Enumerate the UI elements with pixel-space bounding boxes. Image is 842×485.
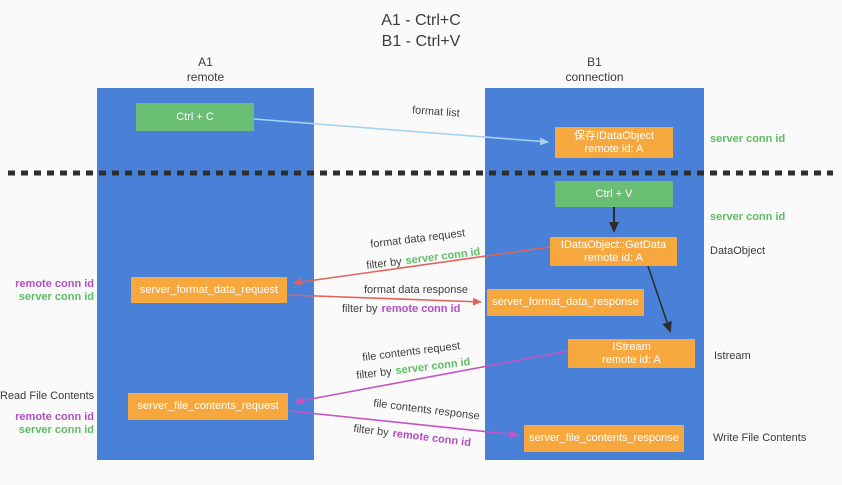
file-response-label: server_file_contents_response — [529, 432, 679, 444]
format-data-response-arrow — [288, 294, 482, 306]
istream-side-label: Istream — [714, 350, 751, 362]
node-server-file-contents-response: server_file_contents_response — [524, 425, 684, 452]
format-data-response-label: format data response — [364, 284, 468, 296]
node-ctrl-c: Ctrl + C — [136, 103, 254, 131]
lane-b1-subtitle: connection — [565, 70, 624, 84]
node-server-file-contents-request: server_file_contents_request — [128, 393, 288, 420]
server-conn-id-left-1: server conn id — [18, 291, 94, 303]
read-file-contents-label: Read File Contents — [0, 390, 95, 402]
conn-id-block-left-top: remote conn id server conn id — [0, 278, 94, 304]
save-idataobject-line2: remote id: A — [584, 142, 644, 155]
node-server-format-data-request: server_format_data_request — [131, 277, 287, 303]
file-request-label: server_file_contents_request — [137, 400, 279, 412]
file-contents-response-label: file contents response — [372, 397, 481, 423]
remote-conn-id-left-2: remote conn id — [15, 411, 94, 423]
getdata-line1: IDataObject::GetData — [560, 238, 667, 251]
ctrl-v-label: Ctrl + V — [595, 187, 633, 200]
istream-line2: remote id: A — [602, 353, 661, 366]
write-file-contents-label: Write File Contents — [713, 432, 807, 444]
ctrl-c-label: Ctrl + C — [176, 110, 214, 123]
lane-a1-name: A1 — [198, 55, 213, 69]
conn-id-block-left-bottom: remote conn id server conn id — [0, 411, 94, 437]
server-conn-id-right-mid: server conn id — [710, 211, 786, 223]
lane-a1-subtitle: remote — [186, 70, 225, 84]
filter-by-remote-conn-id-label-1: filter by remote conn id — [342, 303, 461, 315]
format-list-label: format list — [411, 104, 461, 120]
filter-by-remote-conn-id-label-2: filter by remote conn id — [352, 422, 472, 450]
getdata-line2: remote id: A — [584, 251, 643, 264]
title-line-1: A1 - Ctrl+C — [381, 12, 461, 29]
format-data-request-label: format data request — [369, 227, 466, 251]
server-conn-id-right-top: server conn id — [710, 133, 786, 145]
filter-by-server-conn-id-label-1: filter by server conn id — [365, 246, 481, 272]
node-save-idataobject: 保存IDataObject remote id: A — [555, 127, 673, 158]
lane-header-a1: A1 remote — [97, 55, 314, 85]
node-istream: IStream remote id: A — [568, 339, 695, 368]
node-idataobject-getdata: IDataObject::GetData remote id: A — [550, 237, 677, 266]
dataobject-label: DataObject — [710, 245, 766, 257]
diagram-title: A1 - Ctrl+C B1 - Ctrl+V — [0, 10, 842, 52]
format-request-label: server_format_data_request — [139, 283, 279, 296]
title-line-2: B1 - Ctrl+V — [381, 33, 461, 50]
node-ctrl-v: Ctrl + V — [555, 181, 673, 207]
istream-line1: IStream — [612, 340, 651, 353]
remote-conn-id-left-1: remote conn id — [15, 278, 94, 290]
server-conn-id-left-2: server conn id — [18, 424, 94, 436]
node-server-format-data-response: server_format_data_response — [487, 289, 644, 316]
lane-header-b1: B1 connection — [485, 55, 704, 85]
save-idataobject-line1: 保存IDataObject — [573, 129, 655, 142]
format-response-label: server_format_data_response — [492, 296, 639, 308]
lane-b1-name: B1 — [587, 55, 602, 69]
